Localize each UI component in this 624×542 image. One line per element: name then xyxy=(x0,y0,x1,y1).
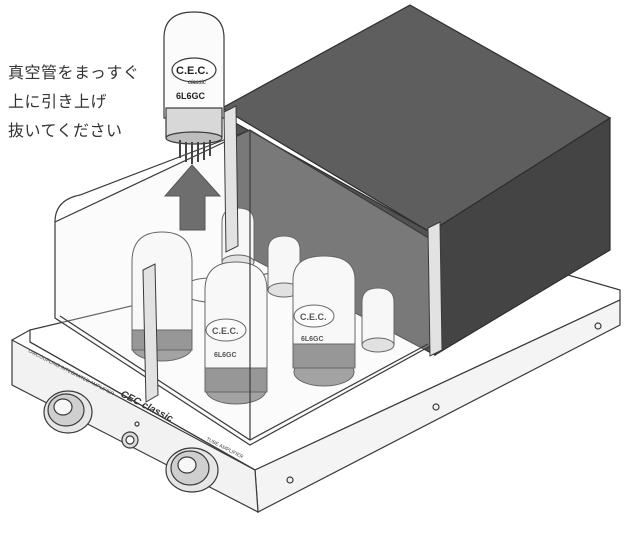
tube-model-right: 6L6GC xyxy=(301,336,324,343)
instruction-line-1: 真空管をまっすぐ xyxy=(8,63,140,82)
power-switch xyxy=(121,421,140,449)
small-tube-2 xyxy=(267,235,301,298)
guard-post-back xyxy=(223,105,239,253)
input-selector-knob xyxy=(165,447,219,493)
instruction-text: 真空管をまっすぐ 上に引き上げ 抜いてください xyxy=(8,58,139,145)
tube-pins xyxy=(179,140,211,164)
power-tube-right: C.E.C. 6L6GC xyxy=(292,255,356,369)
removed-tube-brand: C.E.C. xyxy=(176,65,208,77)
removed-tube: C.E.C. classic 6L6GC xyxy=(163,11,225,164)
guard-post-right xyxy=(427,221,443,357)
small-tube-3 xyxy=(361,287,395,353)
instruction-line-3: 抜いてください xyxy=(8,121,123,140)
removed-tube-model: 6L6GC xyxy=(176,91,206,101)
power-tube-center: C.E.C. 6L6GC xyxy=(204,261,268,393)
tube-model-center: 6L6GC xyxy=(214,352,237,359)
tube-brand-right: C.E.C. xyxy=(300,312,327,322)
lift-up-arrow xyxy=(163,164,222,231)
removed-tube-sub: classic xyxy=(188,80,206,86)
tube-brand-center: C.E.C. xyxy=(212,326,239,336)
volume-knob xyxy=(43,390,93,434)
instruction-line-2: 上に引き上げ xyxy=(8,92,108,111)
guard-post-front xyxy=(142,263,159,403)
